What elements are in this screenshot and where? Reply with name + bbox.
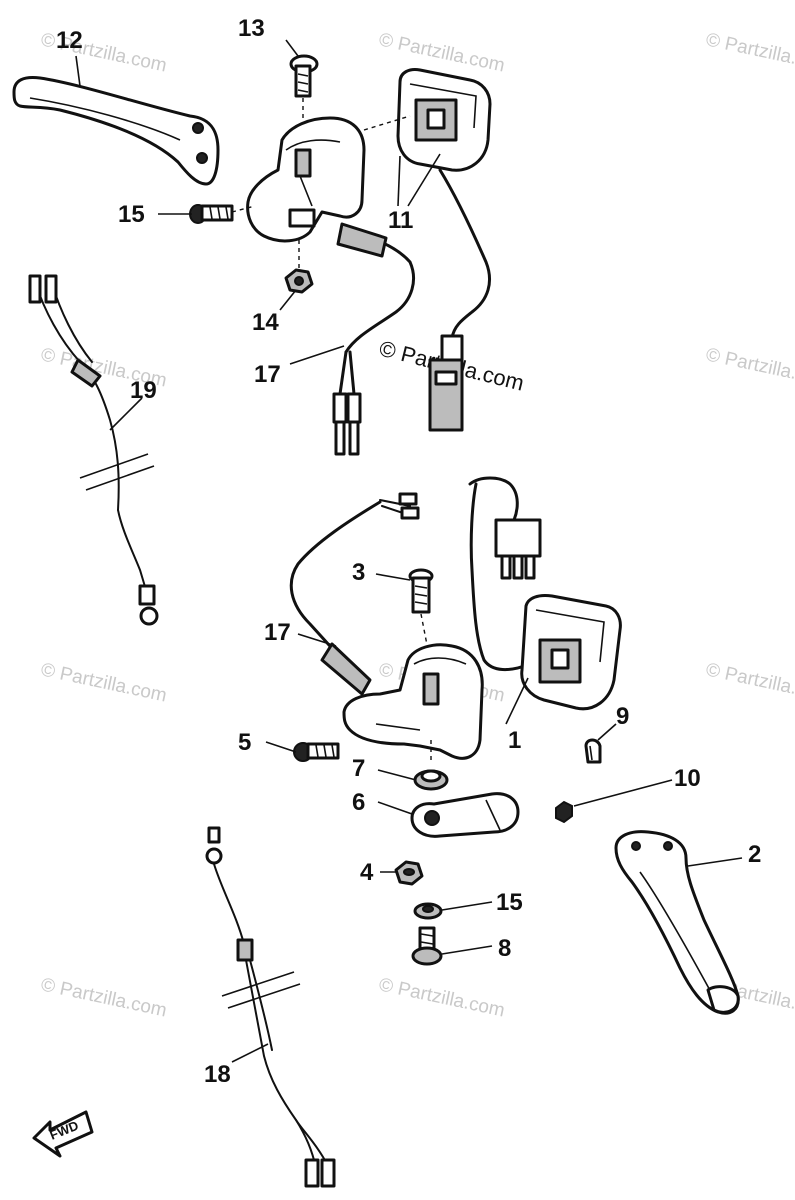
washer-15-lower — [413, 902, 443, 920]
bushing-7 — [413, 740, 449, 791]
callout-17-upper: 17 — [254, 361, 281, 388]
nut-14 — [284, 236, 314, 294]
callout-8: 8 — [498, 935, 511, 962]
callout-3: 3 — [352, 559, 365, 586]
watermark: © Partzilla.com — [377, 974, 507, 1021]
callout-6: 6 — [352, 789, 365, 816]
upper-lever-holder — [246, 116, 366, 243]
callout-4: 4 — [360, 859, 374, 886]
wire-19 — [28, 274, 159, 626]
callout-15-lower: 15 — [496, 889, 523, 916]
callout-1: 1 — [508, 727, 521, 754]
arm-6 — [410, 792, 520, 838]
switch-1 — [468, 476, 622, 711]
watermark: © Partzilla.com — [39, 659, 169, 706]
callout-13: 13 — [238, 15, 265, 42]
lower-lever-holder — [342, 643, 484, 760]
watermark: © Partzilla.com — [704, 29, 795, 76]
bolt-3 — [408, 568, 434, 651]
watermark: © Partzilla.com — [704, 344, 795, 391]
callout-9: 9 — [616, 703, 629, 730]
lever-12 — [12, 76, 220, 186]
callout-12: 12 — [56, 27, 83, 54]
callout-18: 18 — [204, 1061, 231, 1088]
watermark: © Partzilla.com — [39, 974, 169, 1021]
nut-4 — [394, 860, 424, 886]
callout-2: 2 — [748, 841, 761, 868]
screw-15-upper — [189, 204, 256, 224]
bolt-8 — [411, 926, 443, 966]
callout-19: 19 — [130, 377, 157, 404]
callout-7: 7 — [352, 755, 365, 782]
harness-17-lower — [289, 492, 420, 696]
callouts: 12 13 15 11 14 17 19 3 17 5 1 9 7 10 6 2… — [56, 15, 761, 1088]
callout-5: 5 — [238, 729, 251, 756]
screw-5 — [293, 742, 340, 762]
bolt-13 — [289, 54, 319, 150]
bulb-9 — [584, 738, 602, 764]
callout-17-lower: 17 — [264, 619, 291, 646]
callout-15-upper: 15 — [118, 201, 145, 228]
watermark: © Partzilla.com — [377, 29, 507, 76]
lever-2 — [614, 830, 740, 1015]
watermark: © Partzilla.com — [704, 659, 795, 706]
switch-11-wire — [428, 168, 491, 432]
leader-lines — [75, 39, 743, 1063]
wire-18 — [205, 826, 336, 1188]
nut-10 — [555, 800, 573, 824]
front-arrow: FWD — [32, 1110, 94, 1158]
callout-10: 10 — [674, 765, 701, 792]
harness-17-upper — [332, 222, 415, 456]
callout-14: 14 — [252, 309, 279, 336]
switch-11 — [363, 68, 492, 172]
callout-11: 11 — [388, 207, 413, 234]
